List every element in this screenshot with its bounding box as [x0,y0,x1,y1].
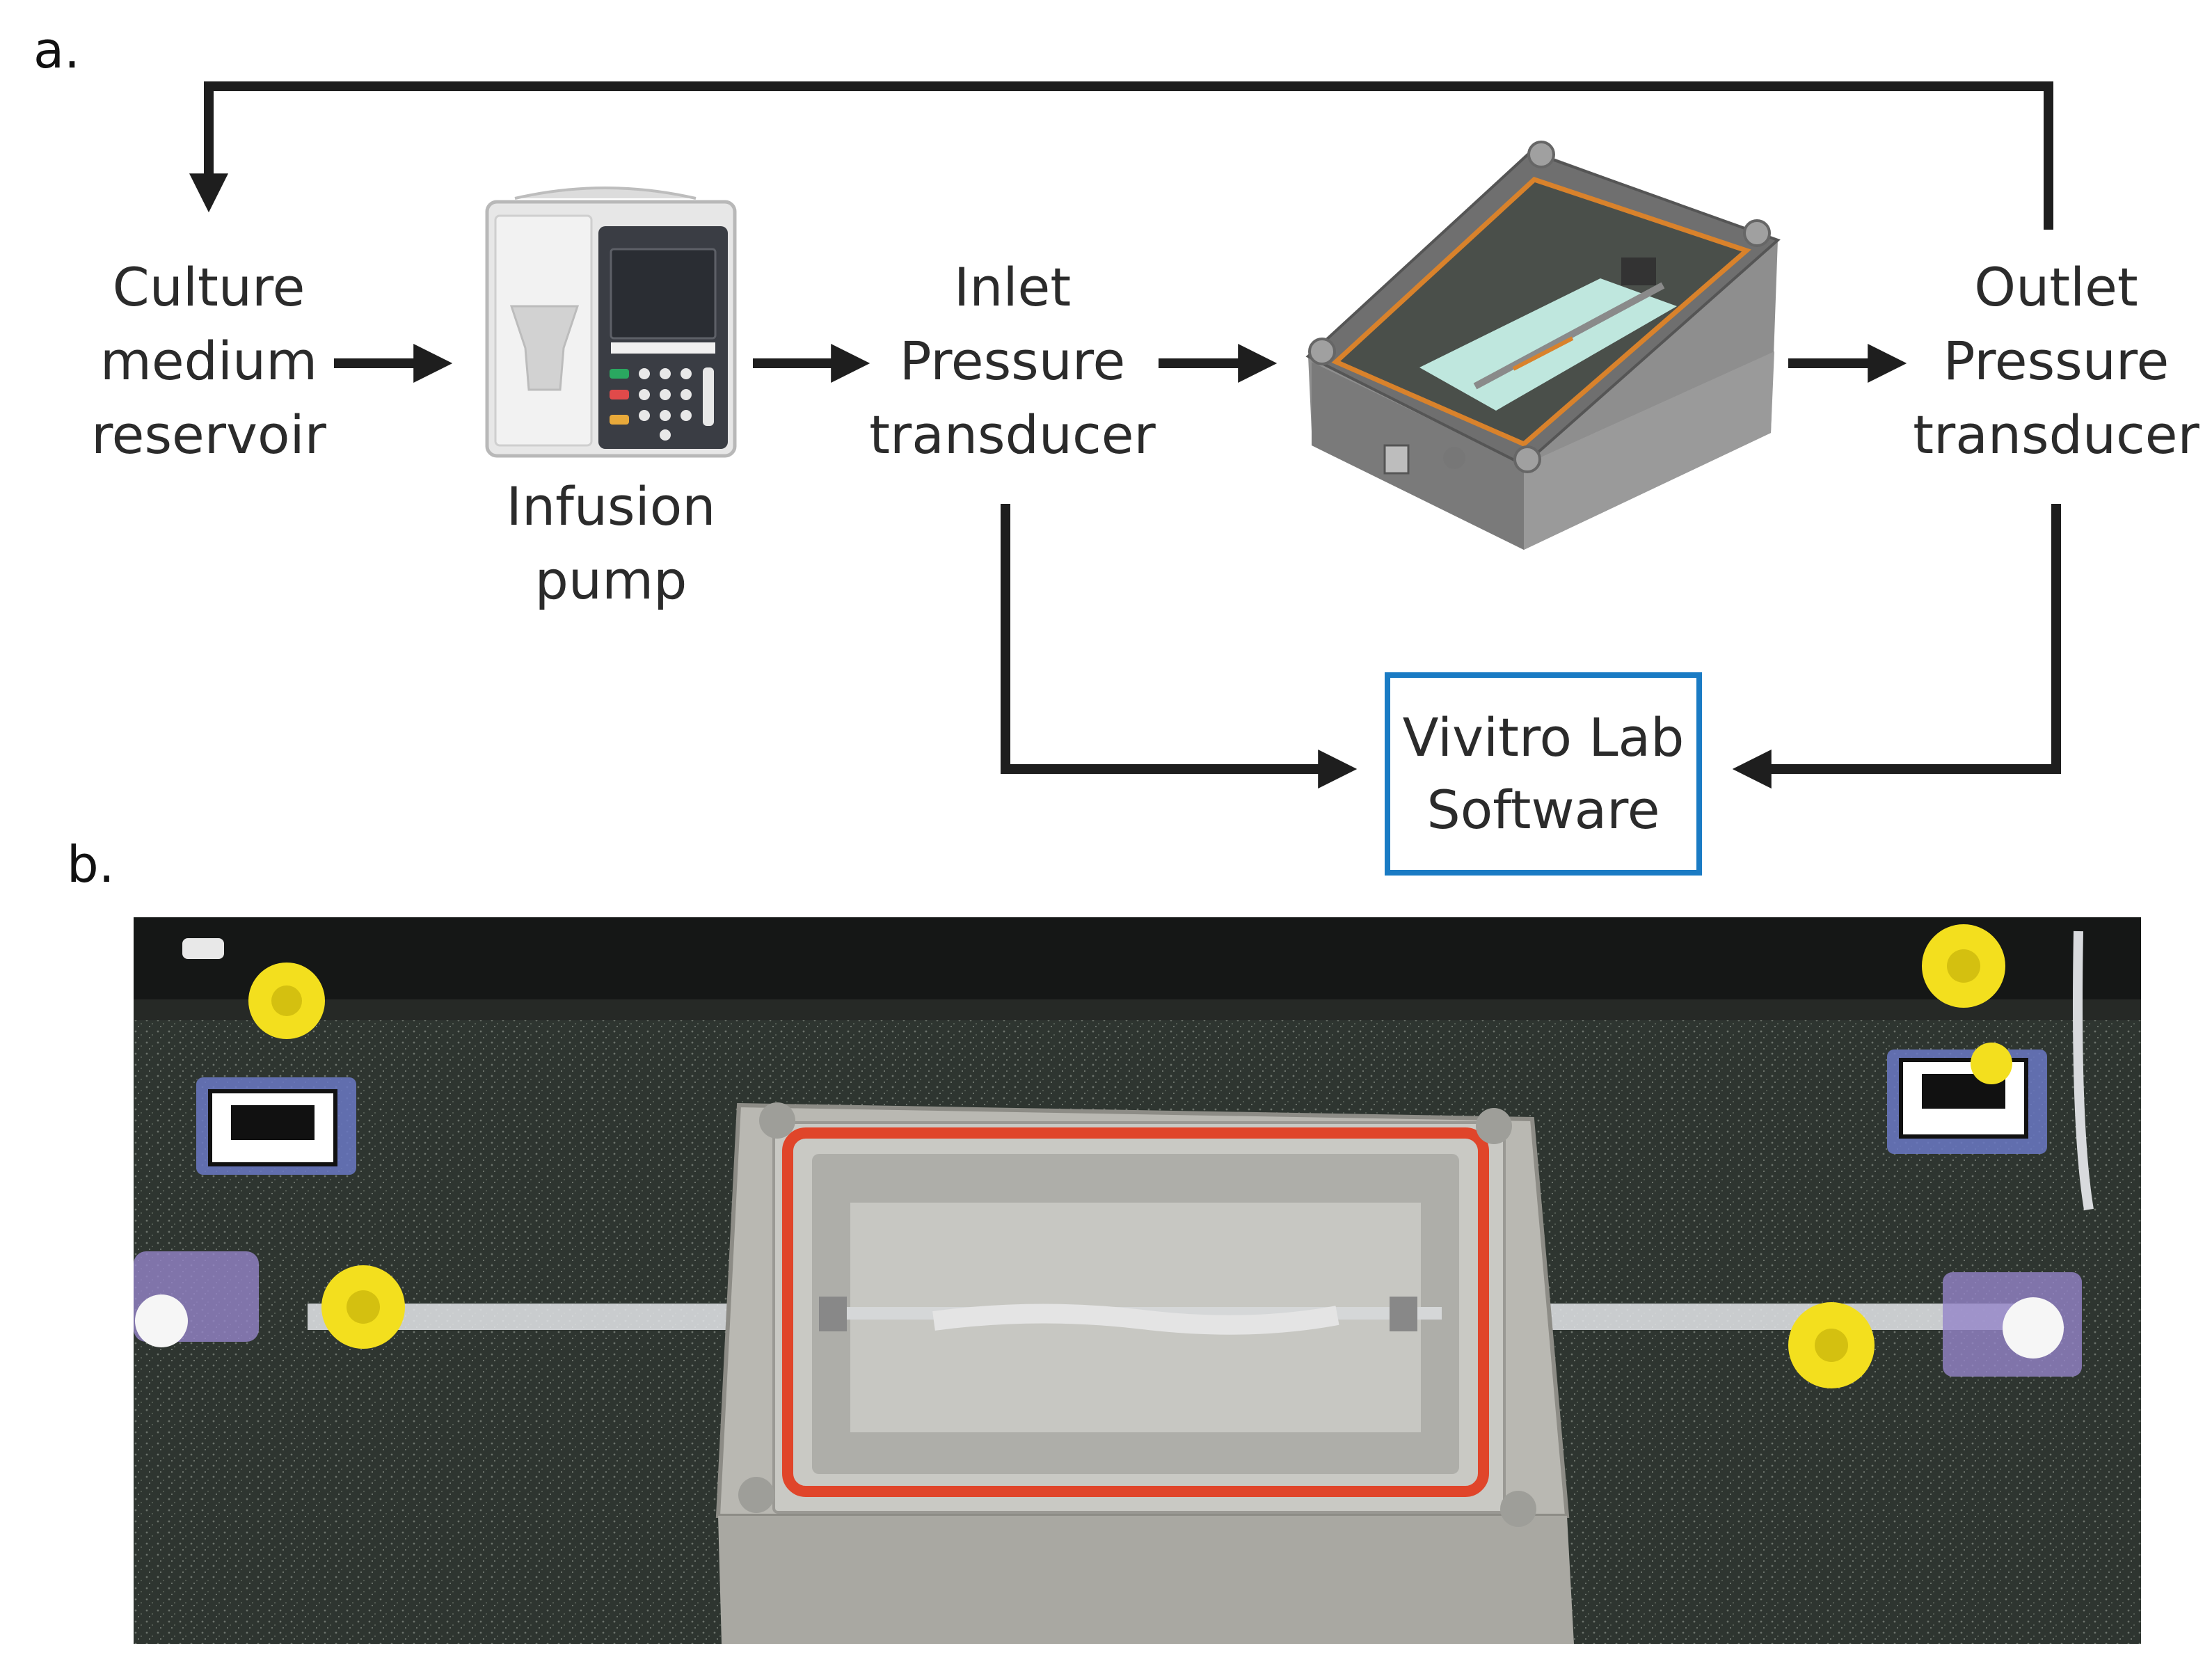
inlet-transducer-label: Inlet Pressure transducer [869,256,1156,466]
return-arrow [189,81,2053,230]
photo-outlet-transducer [1788,924,2094,1388]
pump-label: Infusion pump [506,475,716,611]
panel-b-letter: b. [67,835,115,894]
reservoir-label: Culture medium reservoir [91,256,326,466]
vivitro-software-box: Vivitro Lab Software [1385,672,1702,876]
infusion-pump-icon [485,187,737,458]
vivitro-software-label: Vivitro Lab Software [1402,706,1685,841]
flow-diagram [189,81,2061,789]
outlet-transducer-label: Outlet Pressure transducer [1913,256,2199,466]
arrow-outlet-software [1732,504,2061,789]
photo-inlet-transducer [134,938,405,1349]
setup-photo [134,917,2141,1644]
panel-a-letter: a. [33,21,81,79]
arrow-inlet-software [1001,504,1358,789]
perfusion-chamber-icon [1305,141,1781,550]
photo-chamber [715,1102,1574,1644]
